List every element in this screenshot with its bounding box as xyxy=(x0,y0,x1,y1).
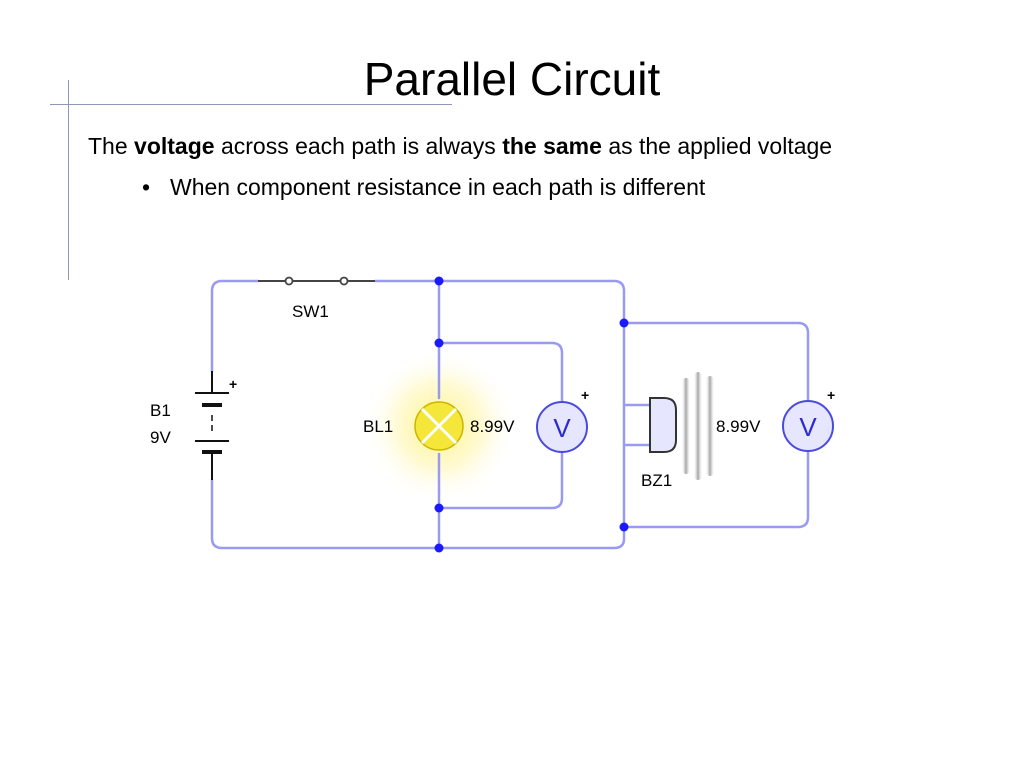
voltmeter-1-plus: + xyxy=(581,387,589,403)
statement-text: The voltage across each path is always t… xyxy=(88,131,832,161)
junction-dot xyxy=(434,338,444,348)
voltmeter-1-icon xyxy=(536,401,588,453)
switch-sw1 xyxy=(258,276,375,286)
junction-dot xyxy=(434,503,444,513)
voltmeter-1-symbol: V xyxy=(553,413,571,443)
battery-value: 9V xyxy=(150,428,171,447)
statement-emphasis-same: the same xyxy=(502,133,602,159)
statement-part-5: as the applied voltage xyxy=(608,133,833,159)
decorative-horizontal-line xyxy=(50,104,452,105)
meter1-reading: 8.99V xyxy=(470,417,515,436)
lamp-bl1-icon xyxy=(414,401,464,451)
voltmeter-2-plus: + xyxy=(827,387,835,403)
battery-plus-sign: + xyxy=(229,376,237,392)
junction-dot xyxy=(434,276,444,286)
lamp-label: BL1 xyxy=(363,417,393,436)
statement-emphasis-voltage: voltage xyxy=(134,133,215,159)
buzzer-label: BZ1 xyxy=(641,471,672,490)
junction-dot xyxy=(619,318,629,328)
bullet-marker: • xyxy=(142,174,151,200)
battery-name: B1 xyxy=(150,401,171,420)
buzzer-sound-waves xyxy=(682,372,714,480)
bullet-item: • When component resistance in each path … xyxy=(142,172,705,202)
statement-part-1: The xyxy=(88,133,128,159)
statement-part-3: across each path is always xyxy=(220,133,496,159)
decorative-vertical-line xyxy=(68,80,69,280)
slide-title: Parallel Circuit xyxy=(363,53,661,105)
voltmeter-2-symbol: V xyxy=(799,412,817,442)
voltmeter-2-icon xyxy=(782,400,834,452)
junction-dot xyxy=(619,522,629,532)
junction-dots xyxy=(434,276,629,553)
buzzer-bz1-icon xyxy=(649,397,677,453)
junction-dot xyxy=(434,543,444,553)
switch-label: SW1 xyxy=(292,302,329,321)
bullet-text: When component resistance in each path i… xyxy=(170,174,706,200)
meter2-reading: 8.99V xyxy=(716,417,761,436)
battery-b1 xyxy=(195,371,229,480)
